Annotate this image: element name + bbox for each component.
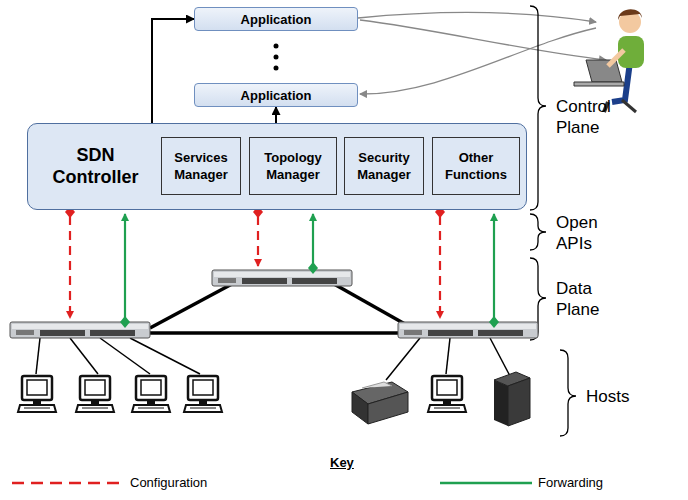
legend-sample <box>12 482 122 485</box>
box-label: Application <box>241 88 312 103</box>
controller-title: SDN Controller <box>38 144 153 188</box>
box-label: Services Manager <box>165 149 237 183</box>
box-label: Security Manager <box>348 149 420 183</box>
function-box: Topology Manager <box>249 137 337 195</box>
function-box: Security Manager <box>344 137 424 195</box>
legend-sample <box>440 482 532 485</box>
legend-text: Forwarding <box>538 475 603 490</box>
function-box: Services Manager <box>161 137 241 195</box>
user-figure <box>574 9 644 112</box>
plane-label: Data Plane <box>556 278 636 320</box>
legend-title: Key <box>330 452 370 473</box>
legend-text: Configuration <box>130 475 207 490</box>
box-label: Topology Manager <box>253 149 333 183</box>
application-box: Application <box>194 83 358 107</box>
box-label: Application <box>241 12 312 27</box>
printer-icon <box>352 382 408 424</box>
plane-label: Control Plane <box>556 96 636 138</box>
connector-arrow <box>275 107 277 123</box>
box-label: Other Functions <box>436 149 516 183</box>
application-box: Application <box>194 7 358 31</box>
function-box: Other Functions <box>432 137 520 195</box>
connector-arrow <box>152 19 194 123</box>
plane-label: Hosts <box>586 386 676 407</box>
controller-box: SDN Controller Services Manager Topology M… <box>27 123 527 210</box>
plane-label: Open APIs <box>556 212 636 254</box>
server-icon <box>494 372 530 426</box>
